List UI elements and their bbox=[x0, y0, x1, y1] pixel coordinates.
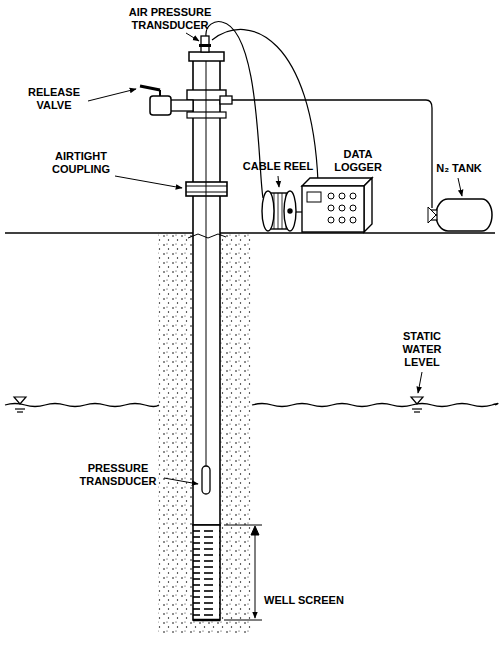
part-label: DATA LOGGER bbox=[330, 148, 386, 174]
dimension-line bbox=[224, 525, 262, 620]
cable bbox=[212, 29, 318, 182]
part-label: PRESSURE TRANSDUCER bbox=[70, 462, 166, 488]
well-screen bbox=[193, 525, 220, 620]
screen-bottom bbox=[193, 619, 220, 622]
part-label: N₂ TANK bbox=[424, 162, 494, 175]
ground-line bbox=[5, 232, 495, 234]
part-label: AIR PRESSURE TRANSDUCER bbox=[120, 6, 220, 32]
water-table bbox=[5, 404, 159, 407]
valve-stub bbox=[170, 100, 193, 111]
screen-slots bbox=[193, 527, 220, 618]
part-label: AIRTIGHT COUPLING bbox=[44, 150, 118, 176]
transducer-collar bbox=[199, 44, 211, 47]
part-label: WELL SCREEN bbox=[264, 594, 364, 607]
pressure-transducer bbox=[202, 466, 210, 494]
release-valve bbox=[150, 96, 171, 115]
transducer-cable bbox=[206, 61, 207, 466]
part-label: STATIC WATER LEVEL bbox=[394, 330, 450, 369]
leader-line bbox=[88, 33, 462, 484]
gas-port bbox=[220, 96, 232, 104]
data-logger bbox=[302, 178, 372, 232]
part-label: RELEASE VALVE bbox=[22, 86, 86, 112]
well-casing bbox=[193, 60, 220, 525]
valve-handle bbox=[140, 86, 160, 90]
water-table bbox=[252, 404, 498, 407]
well-cap bbox=[189, 52, 224, 61]
break-mark bbox=[188, 234, 226, 238]
cable-reel bbox=[262, 191, 296, 231]
nitrogen-tank bbox=[428, 199, 492, 231]
part-label: CABLE REEL bbox=[238, 160, 318, 173]
